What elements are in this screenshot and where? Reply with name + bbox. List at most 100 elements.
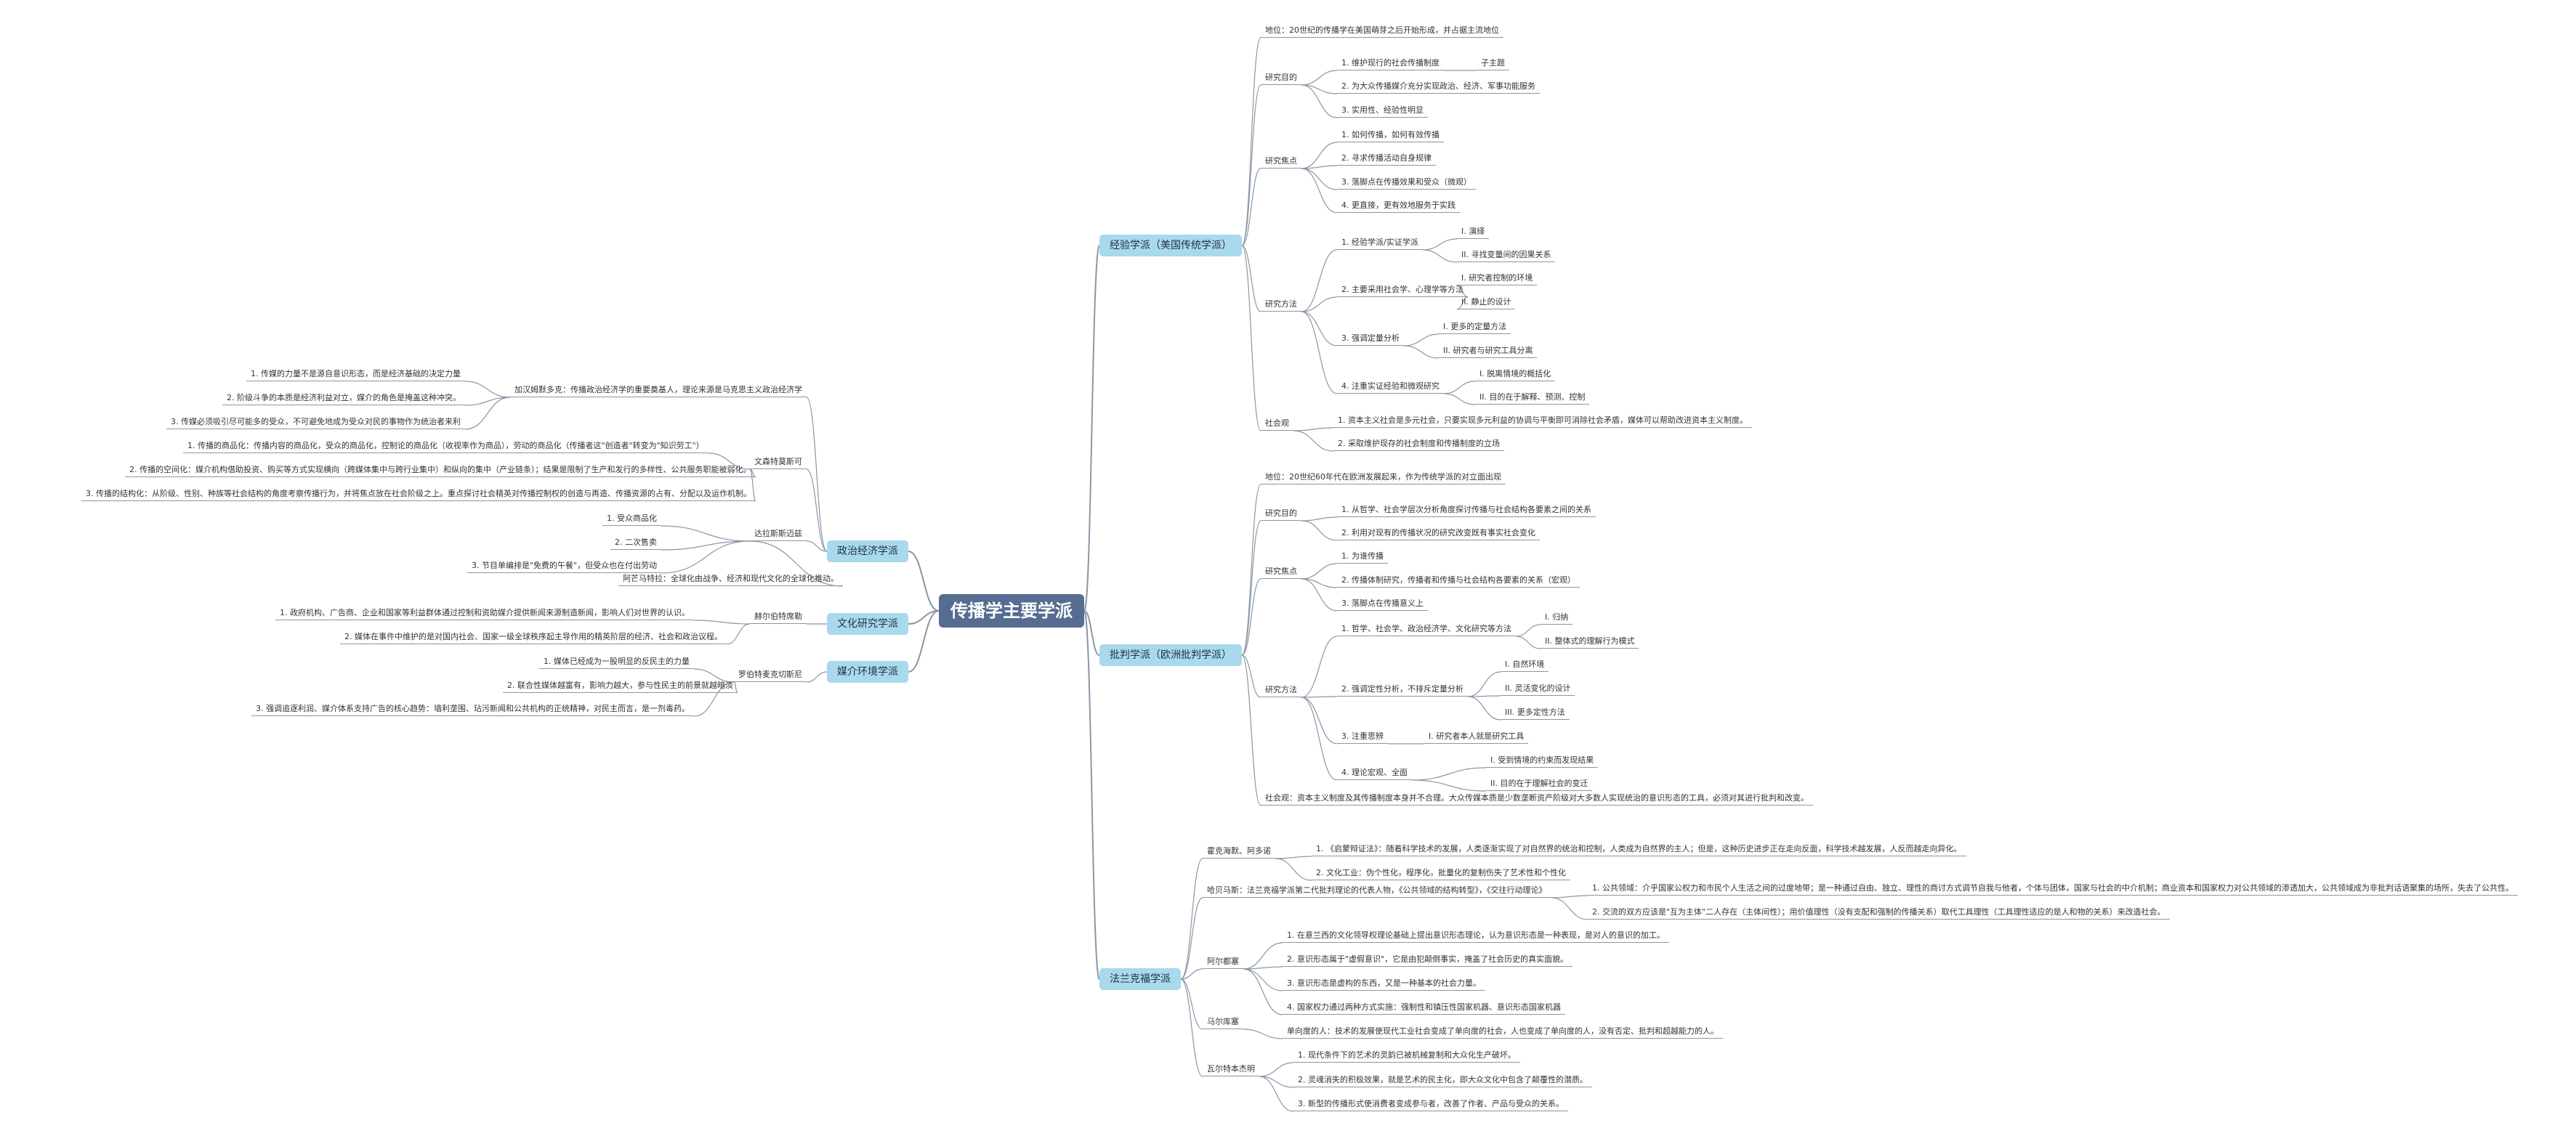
detail-item[interactable]: 4. 更直接，更有效地服务于实践 (1337, 200, 1460, 213)
subtopic-social-view[interactable]: 社会观：资本主义制度及其传播制度本身并不合理。大众传媒本质是少数垄断资产阶级对大… (1261, 793, 1813, 806)
subtopic-smythe[interactable]: 达拉斯斯迈兹 (750, 529, 807, 541)
topic-frankfurt-school[interactable]: 法兰克福学派 (1099, 968, 1181, 990)
detail-item[interactable]: II. 灵活变化的设计 (1501, 683, 1575, 696)
topic-media-ecology[interactable]: 媒介环境学派 (827, 661, 908, 683)
connector-line (464, 381, 511, 398)
detail-item[interactable]: 1. 《启蒙辩证法》：随着科学技术的发展，人类逐渐实现了对自然界的统治和控制，人… (1312, 844, 1966, 856)
detail-item[interactable]: 3. 传媒必须吸引尽可能多的受众，不可避免地成为受众对民的事物作为统治者来利 (166, 417, 465, 429)
subtopic-mosco[interactable]: 文森特莫斯可 (750, 457, 807, 469)
detail-item[interactable]: 2. 意识形态属于"虚假意识"，它是由犯颠倒事实，掩盖了社会历史的真实面貌。 (1283, 954, 1573, 967)
subtopic-status[interactable]: 地位：20世纪的传播学在美国萌芽之后开始形成，并占据主流地位 (1261, 25, 1503, 38)
detail-item[interactable]: 1. 现代条件下的艺术的灵韵已被机械复制和大众化生产破坏。 (1293, 1050, 1520, 1063)
detail-item[interactable]: 2. 交流的双方应该是"互为主体"二人存在（主体间性）；用价值理性（没有支配和强… (1588, 907, 2170, 920)
subtopic-research-focus[interactable]: 研究焦点 (1261, 156, 1301, 169)
detail-item[interactable]: 3. 意识形态是虚构的东西，又是一种基本的社会力量。 (1283, 978, 1485, 991)
detail-item[interactable]: II. 静止的设计 (1457, 297, 1516, 309)
subtopic-althusser[interactable]: 阿尔都塞 (1203, 957, 1243, 969)
detail-item[interactable]: 2. 联合性媒体越富有，影响力越大，参与性民主的前景就越暗淡 (503, 681, 738, 693)
detail-item[interactable]: 2. 阶级斗争的本质是经济利益对立，媒介的角色是掩盖这种冲突。 (222, 393, 465, 405)
detail-item[interactable]: 1. 哲学、社会学、政治经济学、文化研究等方法 (1337, 624, 1516, 636)
detail-item[interactable]: 3. 注重思辨 (1337, 731, 1388, 744)
detail-item[interactable]: II. 目的在于解释、预测、控制 (1475, 392, 1590, 405)
detail-item[interactable]: 4. 注重实证经验和微观研究 (1337, 381, 1444, 394)
connector-line (1241, 245, 1261, 312)
detail-item[interactable]: II. 寻找变量间的因果关系 (1457, 250, 1556, 262)
detail-item[interactable]: 3. 节目单编排是"免费的午餐"，但受众也在付出劳动 (467, 561, 662, 573)
detail-item[interactable]: 2. 为大众传播媒介充分实现政治、经济、军事功能服务 (1337, 81, 1540, 94)
topic-political-economy[interactable]: 政治经济学派 (827, 540, 908, 562)
subtopic-horkheimer-adorno[interactable]: 霍克海默、阿多诺 (1203, 846, 1275, 859)
subtopic-social-view[interactable]: 社会观 (1261, 418, 1293, 431)
detail-item[interactable]: I. 演绎 (1457, 227, 1490, 239)
topic-cultural-studies[interactable]: 文化研究学派 (827, 613, 908, 635)
detail-item[interactable]: I. 归纳 (1541, 612, 1573, 625)
detail-item[interactable]: 3. 强调追逐利润、媒介体系支持广告的核心趋势：墙利垄围、玷污新闻和公共机构的正… (251, 704, 694, 716)
detail-item[interactable]: 2. 灵魂消失的积极效果，就是艺术的民主化，即大众文化中包含了颠覆性的潜质。 (1293, 1075, 1592, 1087)
subtopic-research-purpose[interactable]: 研究目的 (1261, 508, 1301, 521)
subtopic-status[interactable]: 地位：20世纪60年代在欧洲发展起来，作为传统学派的对立面出现 (1261, 472, 1506, 484)
detail-item[interactable]: 3. 强调定量分析 (1337, 333, 1404, 346)
detail-item[interactable]: 3. 传播的结构化：从阶级、性别、种族等社会结构的角度考察传播行为，并将焦点放在… (81, 489, 756, 501)
detail-item[interactable]: 4. 国家权力通过两种方式实施：强制性和镇压性国家机器、意识形态国家机器 (1283, 1002, 1565, 1015)
detail-item[interactable]: I. 研究者本人就是研究工具 (1424, 731, 1529, 744)
detail-item[interactable]: III. 更多定性方法 (1501, 707, 1570, 720)
detail-item[interactable]: 子主题 (1477, 58, 1509, 70)
root-topic[interactable]: 传播学主要学派 (939, 594, 1084, 628)
detail-item[interactable]: 2. 传播的空间化：媒介机构借助投资、购买等方式实现横向（跨媒体集中与跨行业集中… (125, 465, 756, 477)
detail-item[interactable]: 阿芒马特拉：全球化由战争、经济和现代文化的全球化推动。 (618, 574, 843, 586)
connector-line (806, 397, 828, 552)
connector-line (1241, 84, 1261, 246)
detail-item[interactable]: 2. 强调定性分析，不排斥定量分析 (1337, 684, 1468, 697)
topic-empirical-school[interactable]: 经验学派（美国传统学派） (1099, 235, 1242, 256)
detail-item[interactable]: 3. 落脚点在传播效果和受众（微观） (1337, 177, 1476, 190)
detail-item[interactable]: 1. 如何传播，如何有效传播 (1337, 130, 1444, 142)
detail-item[interactable]: 1. 媒体已经成为一股明显的反民主的力量 (539, 657, 694, 669)
detail-item[interactable]: 1. 资本主义社会是多元社会，只要实现多元利益的协调与平衡即可消除社会矛盾，媒体… (1333, 415, 1752, 428)
detail-item[interactable]: 2. 文化工业：伪个性化，程序化，批量化的复制伤失了艺术性和个性化 (1312, 868, 1570, 880)
detail-item[interactable]: 2. 寻求传播活动自身规律 (1337, 153, 1436, 166)
topic-critical-school[interactable]: 批判学派（欧洲批判学派） (1099, 644, 1242, 666)
detail-item[interactable]: 1. 政府机构、广告商、企业和国家等利益群体通过控制和资助媒介提供新闻来源制造新… (275, 608, 694, 620)
detail-item[interactable]: I. 受到情境的约束而发现结果 (1486, 755, 1599, 768)
detail-item[interactable]: 1. 受众商品化 (602, 514, 661, 526)
subtopic-marcuse[interactable]: 马尔库塞 (1203, 1017, 1243, 1029)
subtopic-research-purpose[interactable]: 研究目的 (1261, 73, 1301, 85)
detail-item[interactable]: 1. 传媒的力量不是源自意识形态，而是经济基础的决定力量 (246, 369, 465, 381)
detail-item[interactable]: II. 整体式的理解行为模式 (1541, 636, 1639, 649)
detail-item[interactable]: 3. 落脚点在传播意义上 (1337, 599, 1428, 611)
connector-line (708, 453, 751, 470)
subtopic-mcchesney[interactable]: 罗伯特麦克切斯尼 (734, 670, 807, 682)
subtopic-research-focus[interactable]: 研究焦点 (1261, 567, 1301, 579)
subtopic-garnham-murdock[interactable]: 加汉姆默多克：传播政治经济学的重要奠基人，理论来源是马克思主义政治经济学 (510, 385, 807, 397)
detail-item[interactable]: 2. 利用对现有的传播状况的研究改变既有事实社会变化 (1337, 528, 1540, 540)
detail-item[interactable]: 2. 采取维护现存的社会制度和传播制度的立场 (1333, 439, 1504, 451)
subtopic-research-method[interactable]: 研究方法 (1261, 685, 1301, 697)
subtopic-research-method[interactable]: 研究方法 (1261, 299, 1301, 312)
detail-item[interactable]: 单向度的人：技术的发展使现代工业社会变成了单向度的社会，人也变成了单向度的人，没… (1283, 1026, 1723, 1039)
detail-item[interactable]: 1. 维护现行的社会传播制度 (1337, 58, 1444, 70)
detail-item[interactable]: 1. 公共领域：介乎国家公权力和市民个人生活之间的过度地带；是一种通过自由、独立… (1588, 883, 2518, 896)
detail-item[interactable]: I. 研究者控制的环境 (1457, 273, 1538, 285)
detail-item[interactable]: 3. 新型的传播形式使消费者变成参与者，改善了作者、产品与受众的关系。 (1293, 1099, 1568, 1111)
detail-item[interactable]: I. 自然环境 (1501, 660, 1549, 672)
detail-item[interactable]: 1. 经验学派/实证学派 (1337, 238, 1423, 250)
detail-item[interactable]: 1. 传播的商品化：传播内容的商品化，受众的商品化，控制论的商品化（收视率作为商… (183, 441, 708, 453)
detail-item[interactable]: 2. 媒体在事件中维护的是对国内社会、国家一级全球秩序起主导作用的精英阶层的经济… (340, 632, 727, 644)
detail-item[interactable]: 2. 二次售卖 (610, 537, 661, 550)
detail-item[interactable]: 2. 主要采用社会学、心理学等方法 (1337, 285, 1468, 297)
detail-item[interactable]: I. 脱离情境的概括化 (1475, 369, 1556, 381)
detail-item[interactable]: I. 更多的定量方法 (1439, 322, 1511, 334)
detail-item[interactable]: II. 目的在于理解社会的变迁 (1486, 779, 1593, 791)
subtopic-schiller[interactable]: 赫尔伯特席勒 (750, 612, 807, 624)
detail-item[interactable]: II. 研究者与研究工具分离 (1439, 346, 1538, 358)
detail-item[interactable]: 2. 传播体制研究，传播者和传播与社会结构各要素的关系（宏观） (1337, 575, 1580, 588)
detail-item[interactable]: 4. 理论宏观、全面 (1337, 768, 1412, 780)
detail-item[interactable]: 1. 为谁传播 (1337, 551, 1388, 564)
connector-line (726, 623, 751, 645)
detail-item[interactable]: 1. 在意兰西的文化领导权理论基础上提出意识形态理论，认为意识形态是一种表现，是… (1283, 930, 1669, 943)
subtopic-habermas[interactable]: 哈贝马斯：法兰克福学派第二代批判理论的代表人物，《公共领域的结构转型》，《交往行… (1203, 885, 1551, 898)
detail-item[interactable]: 3. 实用性、经验性明显 (1337, 105, 1428, 118)
detail-item[interactable]: 1. 从哲学、社会学层次分析角度探讨传播与社会结构各要素之间的关系 (1337, 505, 1596, 517)
subtopic-benjamin[interactable]: 瓦尔特本杰明 (1203, 1064, 1259, 1076)
connector-line (1180, 897, 1203, 980)
